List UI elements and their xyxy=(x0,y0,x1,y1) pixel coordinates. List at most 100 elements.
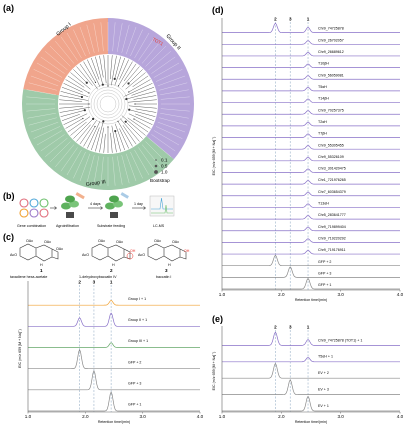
tree-branch xyxy=(63,113,88,125)
tip-label-line xyxy=(60,36,78,61)
svg-text:OAc: OAc xyxy=(116,240,123,244)
panel-label-b: (b) xyxy=(3,191,15,201)
tip-label-line xyxy=(130,29,143,57)
chromatogram-trace xyxy=(222,250,400,255)
tip-label-line xyxy=(79,153,91,182)
tree-branch xyxy=(135,113,155,121)
group-3-label: Group III xyxy=(85,179,106,188)
tip-label-line xyxy=(55,144,75,167)
chromatogram-trace xyxy=(222,238,400,243)
trace-label: T7βH xyxy=(318,132,327,136)
tip-label-line xyxy=(145,141,167,163)
trace-label: T10βH xyxy=(318,62,329,66)
chromatogram-trace xyxy=(28,342,200,348)
bootstrap-value-1: 0.1 xyxy=(161,158,168,163)
chromatogram-trace xyxy=(222,98,400,103)
svg-text:OH: OH xyxy=(184,249,190,253)
bootstrap-node xyxy=(80,95,84,99)
tree-branch xyxy=(128,105,157,109)
tree-branch xyxy=(63,83,83,93)
tip-label-line xyxy=(159,117,188,126)
compound-3-structure: OAc OAc AcO OH H xyxy=(138,239,190,267)
x-axis-label: Retention time/(min) xyxy=(295,298,327,302)
trace-label: Chr3_301420475 xyxy=(318,167,346,171)
tip-label-line xyxy=(45,137,68,157)
tip-label-line xyxy=(148,51,171,71)
arrow-head-icon xyxy=(54,206,58,210)
tip-label-line xyxy=(151,134,176,152)
chromatogram-trace xyxy=(222,266,400,278)
tree-branch xyxy=(125,72,146,90)
tree-branch xyxy=(59,106,91,113)
bootstrap-node xyxy=(113,77,116,80)
trace-label: Chr9_719899404 xyxy=(318,225,346,229)
tip-label-line xyxy=(36,130,63,146)
tip-label-line xyxy=(160,89,189,95)
tree-branch xyxy=(95,121,104,152)
trace-label: Chr7_603654379 xyxy=(318,190,346,194)
tree-branch xyxy=(132,75,149,87)
tip-label-line xyxy=(155,69,183,82)
peak-label: 3 xyxy=(289,325,292,330)
tip-label-line xyxy=(151,56,176,74)
tree-internal-arc xyxy=(87,83,129,125)
phylogenetic-tree: Group I Group II Group III TOT1 xyxy=(21,18,194,190)
tree-branch xyxy=(111,55,117,86)
tree-branch xyxy=(73,118,94,139)
gene-combination-icon xyxy=(19,198,49,218)
tree-branch xyxy=(59,99,83,102)
tree-branch xyxy=(133,95,157,100)
tip-label-line xyxy=(130,151,143,179)
y-axis-label: EIC (m/z 659 [M + Na]⁺) xyxy=(212,352,216,391)
x-tick-label: 3.0 xyxy=(337,414,344,419)
tip-label-line xyxy=(28,117,57,126)
bootstrap-node xyxy=(88,92,90,94)
tip-label-line xyxy=(93,23,99,52)
bootstrap-node xyxy=(133,118,135,120)
chromatogram-trace xyxy=(222,379,400,395)
trace-label: Chr1_721976265 xyxy=(318,178,346,182)
x-tick-label: 4.0 xyxy=(197,414,204,419)
bootstrap-node xyxy=(128,91,130,93)
tree-branch xyxy=(99,127,105,153)
bootstrap-node xyxy=(88,103,90,105)
chromatogram-trace xyxy=(222,40,400,45)
tree-branch xyxy=(127,99,157,103)
workflow: 4 days 1 day Gene combination Agroinfilt… xyxy=(17,192,175,228)
tip-label-line xyxy=(30,75,59,87)
bootstrap-dot-large xyxy=(154,170,158,174)
bootstrap-node xyxy=(128,108,131,111)
tree-branch xyxy=(70,121,87,136)
tip-label-line xyxy=(160,96,190,100)
tree-branch xyxy=(65,79,90,94)
compound-2-number: 2 xyxy=(110,268,113,273)
chromatogram-trace xyxy=(222,145,400,150)
tip-label-line xyxy=(66,32,82,59)
tip-label-line xyxy=(100,22,104,52)
tip-label-line xyxy=(49,141,71,163)
tip-label-line xyxy=(125,26,137,55)
tree-branch xyxy=(125,121,143,139)
tree-internal-arc xyxy=(99,95,117,113)
compound-3-number: 3 xyxy=(165,268,168,273)
tip-label-line xyxy=(160,108,190,112)
bootstrap-dot-small xyxy=(155,159,157,161)
x-axis-label: Retention time/(min) xyxy=(295,420,327,424)
peak-label: 1 xyxy=(110,280,113,285)
tree-branch xyxy=(87,59,101,87)
tree-branch xyxy=(123,63,137,82)
trace-label: T5αH xyxy=(318,85,327,89)
chromatogram-trace xyxy=(222,278,400,290)
compound-1-structure: OAc OAc AcO OAc H xyxy=(10,239,63,267)
axis-frame xyxy=(221,18,400,291)
tip-label-line xyxy=(27,89,56,95)
chromatogram-trace xyxy=(222,215,400,220)
x-axis-label: Retention time/(min) xyxy=(98,420,130,424)
compound-2-structure: OAc OAc AcO OH H xyxy=(82,239,136,267)
chromatogram-trace xyxy=(222,110,400,115)
bootstrap-node xyxy=(107,126,109,128)
tip-label-line xyxy=(55,41,75,64)
x-tick-label: 1.0 xyxy=(219,292,226,297)
